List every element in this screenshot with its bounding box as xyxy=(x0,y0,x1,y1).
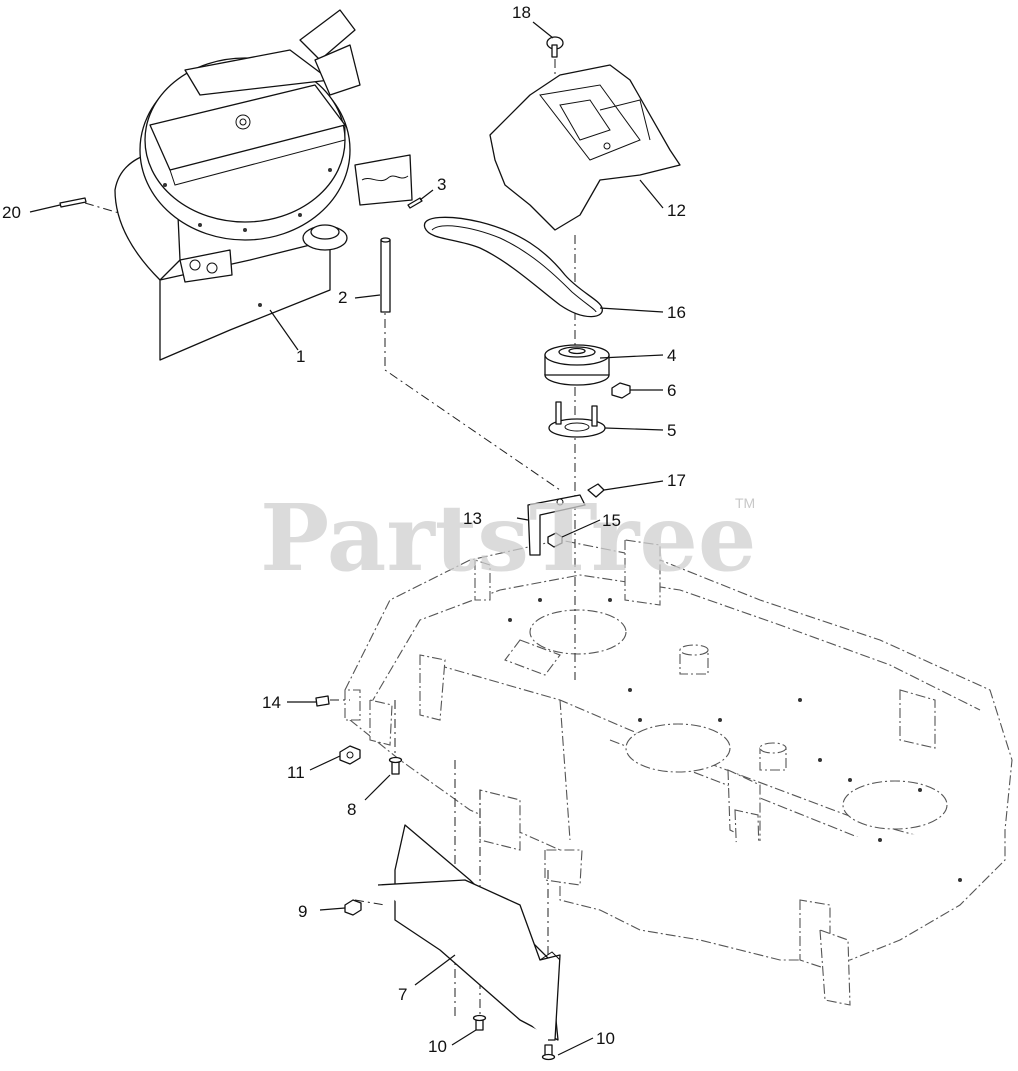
bolt-part-14 xyxy=(315,695,330,707)
callout-10-right: 10 xyxy=(596,1029,615,1048)
callout-3: 3 xyxy=(437,175,446,194)
bracket-part-13 xyxy=(527,494,586,556)
callout-5: 5 xyxy=(667,421,676,440)
callout-9: 9 xyxy=(298,902,307,921)
callout-11: 11 xyxy=(287,763,305,782)
callout-14: 14 xyxy=(262,693,281,712)
knob-part-18 xyxy=(546,36,564,58)
callout-labels: 18 20 3 12 2 16 1 4 6 5 17 13 15 14 11 8… xyxy=(2,3,686,1056)
callout-2: 2 xyxy=(338,288,347,307)
callout-20: 20 xyxy=(2,203,21,222)
callout-4: 4 xyxy=(667,346,676,365)
callout-12: 12 xyxy=(667,201,686,220)
bolt-part-10-left xyxy=(472,1014,487,1031)
callout-13: 13 xyxy=(463,509,482,528)
callout-17: 17 xyxy=(667,471,686,490)
rod-part-2 xyxy=(380,237,391,313)
callout-1: 1 xyxy=(296,347,305,366)
callout-8: 8 xyxy=(347,800,356,819)
callout-10-left: 10 xyxy=(428,1037,447,1056)
callout-7: 7 xyxy=(398,985,407,1004)
pin-part-20 xyxy=(59,197,87,208)
belt-cover-part-12 xyxy=(489,64,681,231)
bolt-part-10-right xyxy=(541,1044,556,1061)
deflector-plate-part-7 xyxy=(377,824,561,1041)
bolt-part-8 xyxy=(388,756,403,775)
belt-part-16 xyxy=(423,216,603,318)
pin-part-3 xyxy=(407,197,423,209)
nut-part-11 xyxy=(339,745,361,765)
spacer-part-5 xyxy=(548,401,606,438)
nut-part-15 xyxy=(547,532,563,548)
mower-deck xyxy=(344,539,1013,1006)
callout-6: 6 xyxy=(667,381,676,400)
nut-part-6 xyxy=(611,382,631,399)
callout-18: 18 xyxy=(512,3,531,22)
pulley-part-4 xyxy=(544,344,610,386)
watermark: PartsTree xyxy=(260,484,756,592)
nut-part-9 xyxy=(344,899,362,916)
leader-lines xyxy=(29,21,664,1056)
callout-16: 16 xyxy=(667,303,686,322)
watermark-trademark: TM xyxy=(735,495,755,511)
callout-15: 15 xyxy=(602,511,621,530)
blower-housing xyxy=(114,9,413,361)
